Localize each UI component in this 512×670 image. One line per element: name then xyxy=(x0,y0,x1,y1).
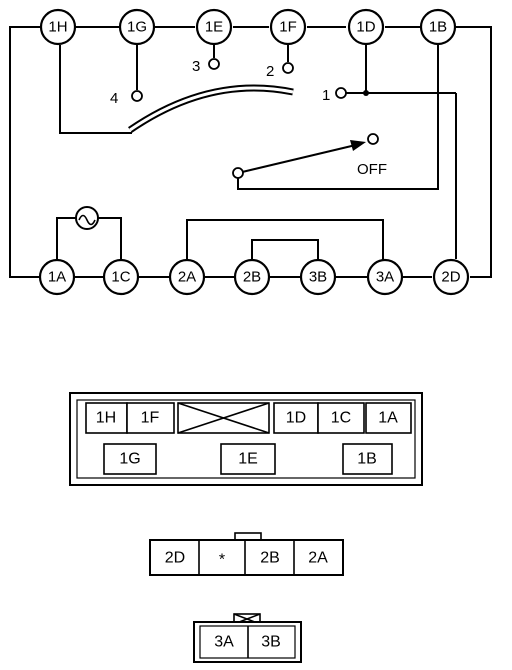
svg-text:2B: 2B xyxy=(243,269,261,286)
svg-text:1E: 1E xyxy=(238,451,258,468)
connector-1-cell-1A: 1A xyxy=(365,402,412,434)
connector-1: 1H 1F 1D 1C 1A 1G 1E xyxy=(69,392,423,486)
svg-text:1E: 1E xyxy=(205,19,223,36)
terminal-1C: 1C xyxy=(102,258,140,296)
connector-2: 2D * 2B 2A xyxy=(149,532,344,576)
rotary-wiper xyxy=(128,84,294,133)
connector-1-cell-1D: 1D xyxy=(273,402,319,434)
terminal-3B: 3B xyxy=(299,258,337,296)
terminal-2D: 2D xyxy=(432,258,470,296)
terminal-1F: 1F xyxy=(269,8,307,46)
connector-1-cell-1H: 1H xyxy=(85,402,128,434)
svg-text:1B: 1B xyxy=(429,19,447,36)
svg-text:1H: 1H xyxy=(96,410,116,427)
svg-text:1H: 1H xyxy=(48,19,67,36)
connector-1-cell-1G: 1G xyxy=(103,443,157,475)
svg-text:1F: 1F xyxy=(141,410,160,427)
svg-text:1A: 1A xyxy=(378,410,398,427)
off-switch xyxy=(232,133,379,179)
svg-text:1F: 1F xyxy=(279,19,297,36)
terminal-2A: 2A xyxy=(168,258,206,296)
svg-text:1A: 1A xyxy=(48,269,66,286)
svg-text:1C: 1C xyxy=(111,269,130,286)
svg-text:3B: 3B xyxy=(309,269,327,286)
svg-text:1D: 1D xyxy=(286,410,306,427)
position-label-2: 2 xyxy=(266,63,274,80)
connector-2-cell-star: * xyxy=(219,552,225,569)
position-contacts xyxy=(131,58,347,102)
terminal-1A: 1A xyxy=(38,258,76,296)
connector-2-cell-2B: 2B xyxy=(260,550,280,567)
position-label-4: 4 xyxy=(110,90,118,107)
terminal-2B: 2B xyxy=(233,258,271,296)
position-label-1: 1 xyxy=(322,87,330,104)
terminal-1D: 1D xyxy=(347,8,385,46)
terminal-1H: 1H xyxy=(39,8,77,46)
svg-text:1G: 1G xyxy=(127,19,147,36)
connector-2-cell-2D: 2D xyxy=(165,550,185,567)
svg-text:1C: 1C xyxy=(331,410,351,427)
blank-cavity-x xyxy=(177,402,270,434)
connector-1-cell-1E: 1E xyxy=(220,443,276,475)
off-label: OFF xyxy=(357,161,387,178)
svg-text:1G: 1G xyxy=(119,451,140,468)
terminal-1G: 1G xyxy=(118,8,156,46)
svg-text:1B: 1B xyxy=(357,451,377,468)
connector-1-cell-1F: 1F xyxy=(126,402,175,434)
svg-text:3A: 3A xyxy=(376,269,394,286)
circuit-wires xyxy=(9,26,492,278)
svg-text:2D: 2D xyxy=(441,269,460,286)
position-label-3: 3 xyxy=(192,58,200,75)
lamp-icon xyxy=(75,206,99,230)
connector-1-cell-1B: 1B xyxy=(342,443,393,475)
connector-3-cell-3A: 3A xyxy=(214,634,234,651)
terminal-3A: 3A xyxy=(366,258,404,296)
connector-3-cell-3B: 3B xyxy=(261,634,281,651)
connector-3: 3A 3B xyxy=(193,613,302,663)
terminal-1B: 1B xyxy=(419,8,457,46)
svg-text:1D: 1D xyxy=(356,19,375,36)
connector-2-cell-2A: 2A xyxy=(308,550,328,567)
terminal-1E: 1E xyxy=(195,8,233,46)
svg-text:2A: 2A xyxy=(178,269,196,286)
connector-1-cell-1C: 1C xyxy=(317,402,365,434)
